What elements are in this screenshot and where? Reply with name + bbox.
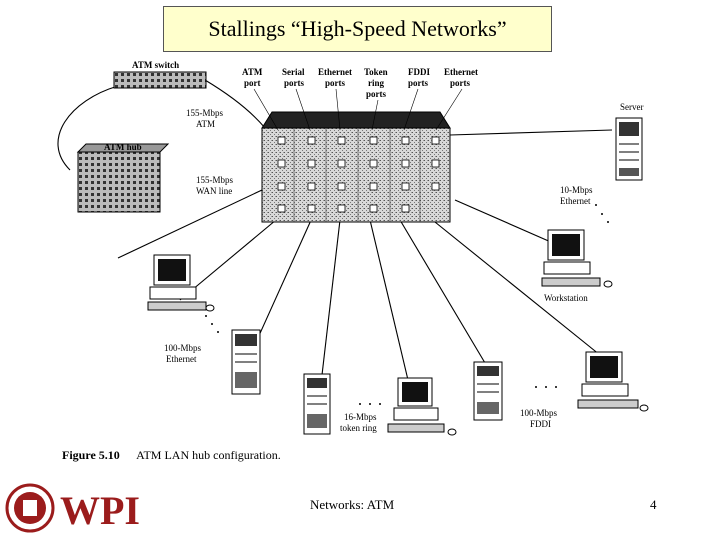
workstation-fddi <box>577 351 649 412</box>
atm-switch: ATM switch <box>113 60 207 89</box>
fddi-link-2 <box>429 217 601 356</box>
atm-hub: ATM hub <box>76 142 170 213</box>
atm-hub-label: ATM hub <box>104 142 142 152</box>
network-links <box>57 79 613 381</box>
tokenring-link-1 <box>321 219 341 376</box>
lan-hub-chassis <box>261 111 451 223</box>
label-serial-1: Serial <box>282 67 305 77</box>
label-ethernet2-1: Ethernet <box>444 67 478 77</box>
wpi-logo-text: WPI <box>60 488 140 533</box>
label-token-2: ring <box>368 78 385 88</box>
slide-title: Stallings “High-Speed Networks” <box>163 6 552 52</box>
workstation-link <box>454 199 561 247</box>
label-workstation: Workstation <box>544 293 588 303</box>
label-tr16-2: token ring <box>340 423 377 433</box>
atm-lan-hub-diagram: ATM switch ATM hub ATM port Serial ports… <box>57 60 649 436</box>
label-server: Server <box>620 102 644 112</box>
continuation-dots <box>205 204 609 405</box>
label-ethernet2-2: ports <box>450 78 470 88</box>
label-wan-2: WAN line <box>196 186 232 196</box>
workstation-tokenring <box>387 377 457 436</box>
server-link <box>449 129 613 136</box>
label-token-3: ports <box>366 89 386 99</box>
label-wan-1: 155-Mbps <box>196 175 233 185</box>
port-labels: ATM port Serial ports Ethernet ports Tok… <box>242 67 478 131</box>
label-155-atm-2: ATM <box>196 119 215 129</box>
atm-switch-label: ATM switch <box>132 60 179 70</box>
label-155-atm-1: 155-Mbps <box>186 108 223 118</box>
label-eth10-1: 10-Mbps <box>560 185 593 195</box>
fddi-link <box>399 219 489 369</box>
label-fddi100-2: FDDI <box>530 419 551 429</box>
label-atm-port-2: port <box>244 78 261 88</box>
link-labels: 155-Mbps ATM 155-Mbps WAN line Server 10… <box>164 102 644 433</box>
label-tr16-1: 16-Mbps <box>344 412 377 422</box>
label-fddi100-1: 100-Mbps <box>520 408 557 418</box>
slide-title-text: Stallings “High-Speed Networks” <box>208 16 507 41</box>
page-number: 4 <box>650 497 657 512</box>
fddi-tower <box>473 361 503 421</box>
figure-caption: Figure 5.10 ATM LAN hub configuration. <box>62 448 281 463</box>
footer-title: Networks: ATM <box>310 497 395 512</box>
label-serial-2: ports <box>284 78 304 88</box>
label-token-1: Token <box>364 67 388 77</box>
server-tower <box>615 117 643 181</box>
tokenring-link-2 <box>369 219 409 381</box>
tokenring-tower <box>303 373 331 435</box>
label-atm-port-1: ATM <box>242 67 263 77</box>
workstation-left-link <box>179 214 283 301</box>
wpi-logo: WPI <box>5 483 140 533</box>
label-fddi-2: ports <box>408 78 428 88</box>
figure-caption-text: ATM LAN hub configuration. <box>136 448 281 462</box>
switch-to-hub-atm-link <box>204 79 266 129</box>
label-eth100-2: Ethernet <box>166 354 197 364</box>
figure-number: Figure 5.10 <box>62 448 120 462</box>
label-eth100-1: 100-Mbps <box>164 343 201 353</box>
switch-to-hub-link <box>57 85 119 171</box>
label-eth10-2: Ethernet <box>560 196 591 206</box>
label-fddi-1: FDDI <box>408 67 430 77</box>
workstation-left <box>147 254 215 312</box>
wan-line <box>117 189 263 259</box>
ethernet-tower <box>231 329 261 395</box>
label-ethernet-2: ports <box>325 78 345 88</box>
label-ethernet-1: Ethernet <box>318 67 352 77</box>
workstation-right <box>541 229 613 288</box>
